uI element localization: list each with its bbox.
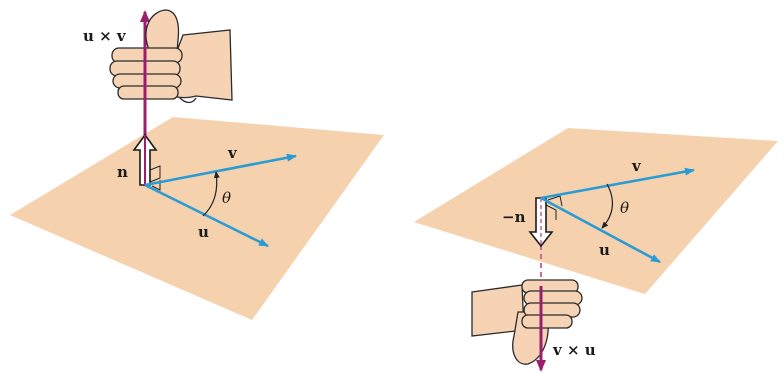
right-cross-label: v × u bbox=[552, 341, 596, 359]
left-v-label: v bbox=[227, 144, 238, 162]
right-panel: v × u −n v u θ bbox=[414, 128, 778, 372]
left-normal-label: n bbox=[117, 163, 128, 181]
left-right-angle-mark bbox=[149, 165, 161, 183]
left-angle-arc bbox=[202, 171, 220, 217]
left-theta-label: θ bbox=[222, 189, 231, 207]
right-theta-label: θ bbox=[620, 199, 629, 217]
right-plane bbox=[414, 128, 778, 294]
right-v-label: v bbox=[631, 157, 642, 175]
thumbs-down-hand-icon bbox=[471, 279, 583, 365]
right-normal-label: −n bbox=[502, 208, 526, 226]
right-right-angle-mark bbox=[545, 204, 557, 220]
left-plane bbox=[10, 117, 384, 320]
right-angle-arc bbox=[601, 183, 613, 229]
left-u-label: u bbox=[198, 223, 209, 241]
right-vector-v bbox=[540, 167, 695, 200]
left-panel: u × v n v u θ bbox=[10, 9, 384, 320]
right-vector-u bbox=[540, 196, 661, 264]
left-vector-v bbox=[144, 153, 297, 187]
right-u-label: u bbox=[599, 241, 610, 259]
left-vector-u bbox=[144, 183, 269, 248]
thumbs-up-hand-icon bbox=[109, 9, 233, 104]
left-cross-label: u × v bbox=[83, 27, 127, 45]
